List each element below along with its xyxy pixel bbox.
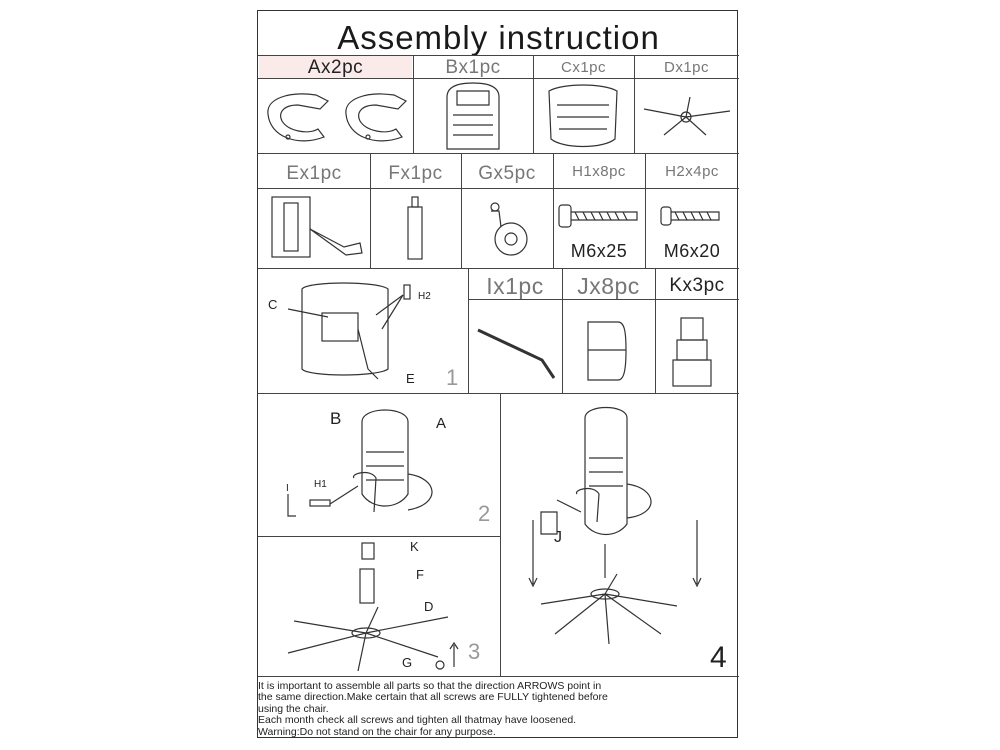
plug-illustration xyxy=(587,321,627,381)
step2-a-callout: A xyxy=(436,415,447,432)
divider xyxy=(500,393,501,676)
divider xyxy=(258,536,500,537)
step2-b-callout: B xyxy=(330,409,342,428)
step1-number: 1 xyxy=(446,365,459,390)
divider xyxy=(562,268,563,393)
divider xyxy=(533,55,534,153)
part-d-label: Dx1pc xyxy=(663,59,710,76)
step3-illustration xyxy=(287,542,459,672)
screw-m6x20-illustration xyxy=(660,206,720,226)
step1-c-callout: C xyxy=(268,297,278,312)
divider xyxy=(634,55,635,153)
sleeve-illustration xyxy=(672,317,712,387)
divider xyxy=(258,153,739,154)
divider xyxy=(258,55,739,56)
part-h2-label: H2x4pc xyxy=(665,163,719,180)
divider xyxy=(553,153,554,268)
divider xyxy=(258,188,739,189)
step4-number: 4 xyxy=(710,641,727,674)
hex-key-illustration xyxy=(477,328,556,379)
note-line: Warning:Do not stand on the chair for an… xyxy=(258,725,496,738)
gas-lift-illustration xyxy=(407,196,423,260)
mechanism-illustration xyxy=(271,196,363,258)
note-line: It is important to assemble all parts so… xyxy=(258,680,602,692)
note-line: using the chair. xyxy=(258,702,329,715)
note-line: the same direction.Make certain that all… xyxy=(258,691,608,704)
note-line: Each month check all screws and tighten … xyxy=(258,714,577,727)
step3-f-callout: F xyxy=(416,567,424,582)
divider xyxy=(413,55,414,153)
part-h1-label: H1x8pc xyxy=(572,163,626,180)
divider xyxy=(258,393,739,394)
armrest-illustration xyxy=(267,93,408,142)
divider xyxy=(645,153,646,268)
step4-illustration xyxy=(528,407,702,645)
step1-h2-callout: H2 xyxy=(418,291,431,302)
notes: It is important to assemble all parts so… xyxy=(258,680,739,738)
divider xyxy=(468,268,469,393)
part-b-label: Bx1pc xyxy=(445,57,501,78)
part-i-label: Ix1pc xyxy=(486,273,544,299)
h2-size-label: M6x20 xyxy=(663,241,721,261)
seat-illustration xyxy=(548,84,618,148)
page-title: Assembly instruction xyxy=(337,19,660,56)
divider xyxy=(370,153,371,268)
step3-g-callout: G xyxy=(402,655,413,670)
divider xyxy=(258,268,739,269)
step2-illustration xyxy=(287,409,433,517)
step4-j-callout: J xyxy=(554,529,562,546)
part-g-label: Gx5pc xyxy=(478,163,536,184)
divider xyxy=(655,268,656,393)
backrest-illustration xyxy=(446,82,500,150)
base-illustration xyxy=(643,96,731,136)
step3-d-callout: D xyxy=(424,599,434,614)
highlight-cell xyxy=(259,56,412,78)
part-j-label: Jx8pc xyxy=(577,273,640,299)
instruction-sheet: Assembly instruction Ax2pc Bx1pc Cx1pc D… xyxy=(257,10,739,738)
screw-m6x25-illustration xyxy=(558,204,638,228)
h1-size-label: M6x25 xyxy=(570,241,628,261)
step2-number: 2 xyxy=(478,501,491,526)
divider xyxy=(468,299,739,300)
divider xyxy=(461,153,462,268)
step2-i-callout: I xyxy=(286,483,289,494)
step2-h1-callout: H1 xyxy=(314,479,327,490)
part-c-label: Cx1pc xyxy=(560,59,607,76)
caster-illustration xyxy=(490,202,528,256)
divider xyxy=(258,78,739,79)
part-a-label: Ax2pc xyxy=(307,57,364,78)
step1-e-callout: E xyxy=(406,371,415,386)
step1-illustration xyxy=(287,282,411,380)
part-k-label: Kx3pc xyxy=(669,275,725,296)
divider xyxy=(258,676,739,677)
step3-k-callout: K xyxy=(410,539,419,554)
part-e-label: Ex1pc xyxy=(286,163,342,184)
step3-number: 3 xyxy=(468,639,481,664)
part-f-label: Fx1pc xyxy=(388,163,443,184)
